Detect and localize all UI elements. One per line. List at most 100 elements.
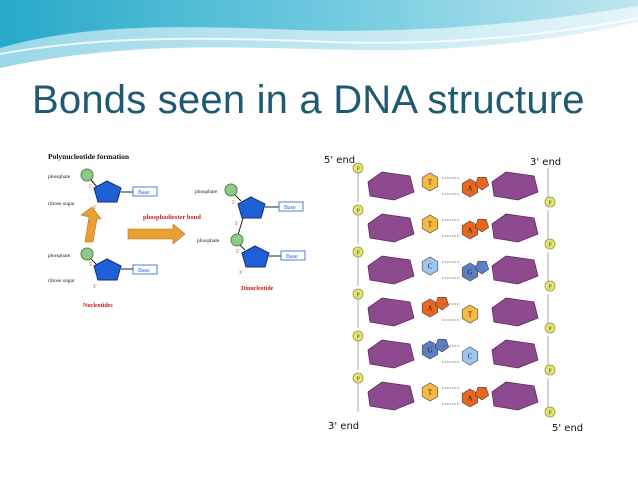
wave-line [0, 17, 638, 55]
sugar-right-5 [491, 339, 539, 369]
phosphate-right-2 [544, 238, 556, 250]
sugar-pentagon-3 [237, 196, 266, 219]
phosphate-left-4-label: P [356, 292, 360, 298]
c3-1: 3' [93, 206, 97, 211]
phosphate-right-5-label: P [548, 368, 552, 374]
phosphate-left-1 [352, 162, 364, 174]
label-phosphate-1: phosphate [48, 174, 71, 180]
sugar-right-2 [491, 213, 539, 243]
phosphate-right-3-label: P [548, 284, 552, 290]
end-label-bottom-left: 3' end [328, 421, 359, 432]
sugar-left-6 [367, 381, 415, 411]
label-phosphate-4: phosphate [197, 238, 220, 244]
phosphate-circle-1 [80, 168, 94, 182]
phosphate-right-6-label: P [548, 410, 552, 416]
base-label-2: Base [138, 268, 150, 274]
base-label-3: Base [284, 205, 296, 211]
sugar-left-1 [367, 171, 415, 201]
phosphate-left-6 [352, 372, 364, 384]
bond-label: phosphodiester bond [143, 214, 201, 221]
c5-2: 5' [89, 263, 93, 268]
phosphate-right-5 [544, 364, 556, 376]
base-label-1: Base [138, 190, 150, 196]
base-left-4-label: A [427, 305, 432, 313]
base-box-1 [132, 186, 158, 197]
phosphate-left-3-label: P [356, 250, 360, 256]
sugar-pentagon-4 [241, 245, 270, 268]
base-left-3-ring [421, 256, 439, 276]
phosphate-left-3 [352, 246, 364, 258]
phosphate-right-6 [544, 406, 556, 418]
wave-front [0, 0, 638, 48]
phosphate-left-5 [352, 330, 364, 342]
header-waves [0, 0, 638, 68]
base-right-3-label: G [467, 269, 472, 277]
sugar-left-5 [367, 339, 415, 369]
phosphate-right-2-label: P [548, 242, 552, 248]
base-label-4: Base [286, 254, 298, 260]
base-right-4-label: T [468, 311, 473, 319]
phosphate-right-3 [544, 280, 556, 292]
base-right-5-ring [461, 346, 479, 366]
sugar-left-2 [367, 213, 415, 243]
nucleotides-label: Nucleotides [83, 303, 113, 309]
slide-title: Bonds seen in a DNA structure [32, 78, 585, 122]
label-phosphate-3: phosphate [195, 189, 218, 195]
c5-1: 5' [89, 185, 93, 190]
label-ribose-2: ribose sugar [48, 278, 75, 284]
sugar-pentagon-1 [93, 180, 122, 203]
base-right-4-ring [461, 304, 479, 324]
c5-4: 5' [236, 250, 240, 255]
base-left-1-label: T [428, 179, 433, 187]
polynucleotide-diagram: Polynucleotide formation phosphate ribos… [45, 147, 307, 310]
condensation-arrow [80, 206, 102, 243]
base-left-3-label: C [428, 263, 433, 271]
end-label-top-right: 3' end [530, 157, 561, 168]
sugar-right-3 [491, 255, 539, 285]
sugar-right-1 [491, 171, 539, 201]
end-label-bottom-right: 5' end [552, 423, 583, 434]
phosphate-right-4 [544, 322, 556, 334]
c5-3: 5' [232, 201, 236, 206]
phosphate-left-1-label: P [356, 166, 360, 172]
sugar-right-6 [491, 381, 539, 411]
base-right-1-label: A [467, 185, 472, 193]
end-label-top-left: 5' end [324, 155, 355, 166]
diagram-heading: Polynucleotide formation [48, 152, 130, 161]
base-right-2-label: A [467, 227, 472, 235]
base-left-6-label: T [428, 389, 433, 397]
base-left-2-ring [421, 214, 439, 234]
base-box-2 [132, 264, 158, 275]
base-right-2-ring5 [474, 219, 490, 233]
base-right-1-ring5 [474, 176, 490, 191]
c3-3: 3' [235, 222, 239, 227]
c3-2: 3' [93, 285, 97, 290]
base-right-3-ring5 [474, 261, 490, 275]
label-ribose-1: ribose sugar [48, 201, 75, 207]
phosphate-left-5-label: P [356, 334, 360, 340]
phosphate-circle-2 [80, 247, 94, 261]
base-left-2-label: T [428, 221, 433, 229]
base-left-5-label: G [427, 347, 432, 355]
phosphate-left-6-label: P [356, 376, 360, 382]
base-box-3 [278, 201, 304, 212]
phosphate-left-2-label: P [356, 208, 360, 214]
reaction-arrow [127, 223, 186, 245]
base-box-4 [280, 250, 306, 261]
phosphate-left-2 [352, 204, 364, 216]
base-right-5-label: C [468, 353, 473, 361]
base-right-6-ring5 [474, 387, 490, 401]
c3-4: 3' [239, 271, 243, 276]
dinucleotide-label: Dinucleotide [241, 286, 274, 292]
base-left-1-ring [421, 172, 439, 192]
sugar-left-3 [367, 255, 415, 285]
base-right-6-label: A [467, 395, 472, 403]
base-left-6-ring [421, 382, 439, 402]
phosphate-left-4 [352, 288, 364, 300]
phosphate-circle-3 [224, 183, 238, 197]
phosphate-right-4-label: P [548, 326, 552, 332]
sugar-pentagon-2 [93, 258, 122, 281]
